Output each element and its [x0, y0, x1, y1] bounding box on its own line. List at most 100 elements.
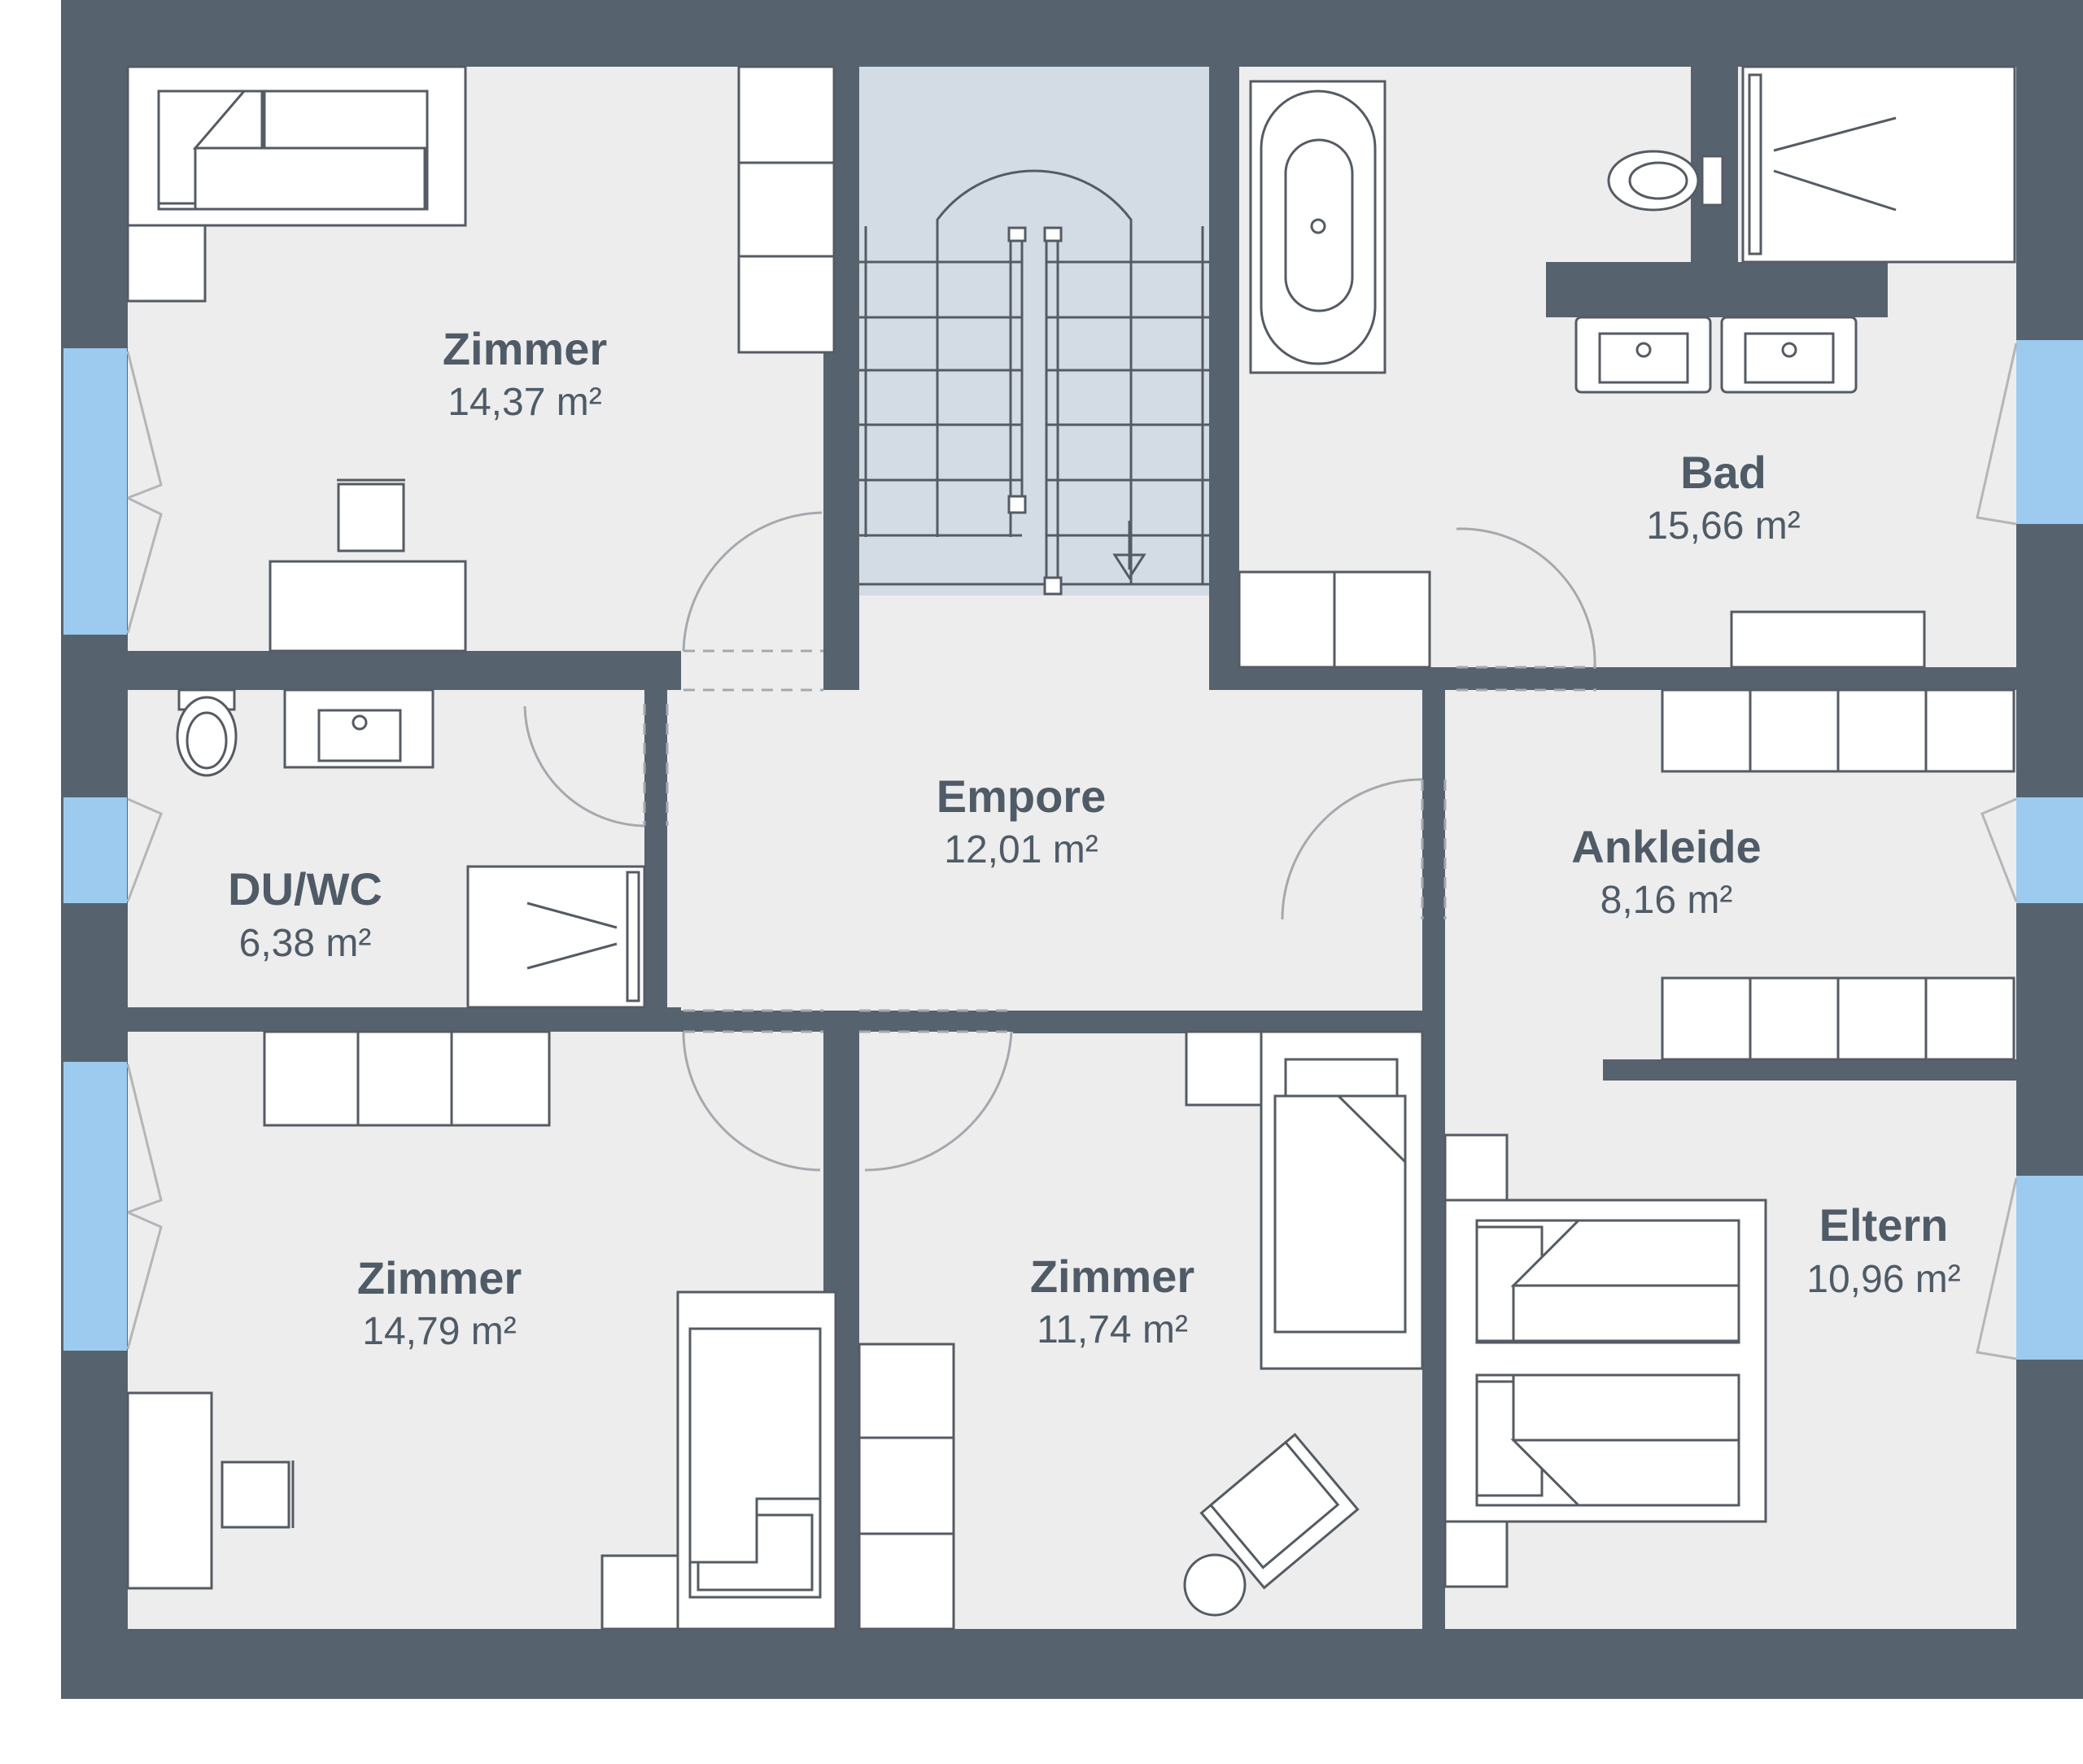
- shelf-unit: [858, 1343, 955, 1439]
- shelf-unit: [858, 1532, 955, 1631]
- blanket: [194, 146, 426, 211]
- nightstand: [126, 224, 207, 303]
- closet-unit: [1749, 688, 1840, 773]
- furniture-zimmer-nw: [126, 65, 836, 653]
- sink-basin: [1598, 332, 1689, 384]
- window-eltern: [2016, 1176, 2083, 1360]
- stair-post: [1007, 495, 1027, 514]
- staircase: [859, 169, 1209, 596]
- stair-post: [1007, 226, 1027, 242]
- floor-empore-top: [859, 596, 1209, 689]
- wall-zimmer-duwc: [128, 651, 681, 690]
- stair-direction-arrow-icon: [1112, 553, 1146, 580]
- drain-icon: [1310, 218, 1326, 234]
- chair: [337, 482, 405, 552]
- window-sash-zimmer-nw: [126, 351, 163, 500]
- room-area-empore: 12,01 m²: [944, 828, 1098, 871]
- wall-bad-bottom: [1239, 667, 1443, 690]
- window-bad: [2016, 340, 2083, 524]
- windows: [63, 340, 2083, 1360]
- furniture-zimmer-sw: [126, 1030, 837, 1631]
- toilet-seat: [1628, 161, 1688, 200]
- shower: [466, 865, 646, 1009]
- blanket: [1510, 1439, 1740, 1507]
- faucet-icon: [352, 714, 368, 731]
- window-zimmer-nw: [63, 348, 127, 635]
- blanket: [1512, 1284, 1740, 1343]
- cabinet: [1333, 570, 1431, 669]
- room-labels: Zimmer 14,37 m² Bad 15,66 m² Empore 12,0…: [228, 323, 1961, 1353]
- room-area-ankleide: 8,16 m²: [1600, 879, 1733, 922]
- chair: [221, 1461, 290, 1529]
- room-area-eltern: 10,96 m²: [1806, 1258, 1960, 1301]
- bench: [1730, 610, 1926, 669]
- closet-unit: [1924, 976, 2015, 1061]
- door-zimmer-sw: [682, 1031, 821, 1172]
- furniture-ankleide: [1661, 688, 2015, 1061]
- armchair: [1199, 1432, 1360, 1590]
- room-name-ankleide: Ankleide: [1571, 821, 1761, 872]
- window-duwc: [63, 797, 127, 903]
- shower-glass: [526, 942, 618, 970]
- wall-duwc-zimmer: [128, 1007, 681, 1032]
- side-table: [1183, 1553, 1247, 1617]
- window-sash-bad: [1976, 343, 2018, 526]
- room-area-zimmer-sw: 14,79 m²: [362, 1310, 516, 1353]
- toilet-tank: [1701, 155, 1724, 207]
- closet-unit: [1836, 688, 1928, 773]
- shower-drain-channel: [626, 871, 640, 1002]
- wardrobe-unit: [737, 161, 836, 258]
- window-zimmer-sw: [63, 1062, 127, 1351]
- blanket: [1273, 1094, 1407, 1334]
- room-name-zimmer-sw: Zimmer: [357, 1252, 522, 1303]
- window-sash-zimmer-nw-2: [126, 496, 163, 634]
- furniture-duwc: [176, 688, 646, 1009]
- room-name-eltern: Eltern: [1819, 1199, 1949, 1251]
- wall-ankleide-eltern: [1603, 1059, 2016, 1081]
- window-sash-zimmer-sw: [126, 1063, 163, 1214]
- toilet-seat: [186, 711, 228, 770]
- wall-duwc-door-jamb-top: [644, 690, 667, 702]
- desk: [126, 1391, 213, 1590]
- doors: [523, 511, 1596, 1172]
- closet-unit: [1749, 976, 1840, 1061]
- wall-sink-counter: [1546, 262, 1888, 317]
- wall-bad-bottom-right: [1596, 667, 2016, 690]
- room-area-zimmer-s: 11,74 m²: [1037, 1308, 1188, 1351]
- sink-basin: [1744, 332, 1835, 384]
- room-name-bad: Bad: [1680, 447, 1766, 498]
- closet-unit: [1836, 976, 1928, 1061]
- closet-unit: [1924, 688, 2015, 773]
- room-name-duwc: DU/WC: [228, 863, 382, 915]
- window-sash-eltern: [1976, 1177, 2018, 1360]
- shower-glass: [526, 902, 618, 929]
- floor-stairs: [859, 221, 1209, 596]
- desk: [269, 560, 467, 653]
- interior-walls: [128, 67, 2016, 1629]
- stair-post: [1043, 226, 1063, 242]
- closet-unit: [1661, 688, 1752, 773]
- shelf-unit: [858, 1436, 955, 1535]
- stair-landing: [936, 169, 1133, 221]
- shelf-unit: [263, 1030, 360, 1127]
- room-name-empore: Empore: [937, 771, 1107, 822]
- cabinet: [1238, 570, 1336, 669]
- nightstand: [1185, 1030, 1263, 1107]
- window-ankleide: [2016, 797, 2083, 903]
- shower-glass: [1773, 169, 1897, 212]
- window-sash-zimmer-sw-2: [126, 1211, 163, 1350]
- door-duwc: [523, 705, 645, 827]
- shelf-unit: [356, 1030, 453, 1127]
- shelf-unit: [450, 1030, 551, 1127]
- room-floors: [128, 67, 2016, 1629]
- sink-basin: [317, 709, 402, 762]
- room-area-duwc: 6,38 m²: [239, 922, 372, 965]
- blanket: [688, 1327, 822, 1564]
- wall-duwc-door-jamb: [644, 826, 667, 1009]
- door-ankleide: [1281, 778, 1423, 920]
- wall-zimmer-s-top: [1013, 1011, 1444, 1033]
- furniture-bad: [1238, 65, 2016, 669]
- furniture-zimmer-s: [858, 1030, 1424, 1631]
- wall-stair-right: [1209, 67, 1239, 690]
